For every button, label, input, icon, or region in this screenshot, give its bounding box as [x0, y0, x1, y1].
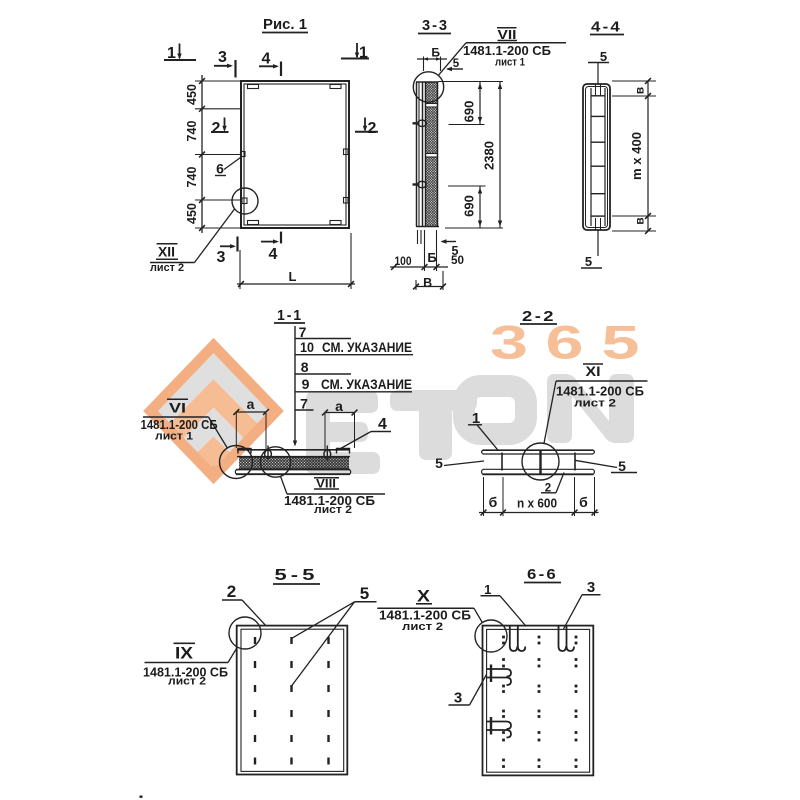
svg-text:Б: Б: [431, 46, 440, 60]
svg-text:VII: VII: [498, 27, 517, 42]
svg-text:IX: IX: [175, 644, 194, 663]
svg-text:10: 10: [300, 339, 314, 355]
svg-text:2: 2: [545, 483, 551, 495]
svg-text:9: 9: [302, 376, 310, 392]
svg-text:740: 740: [185, 121, 199, 142]
svg-text:2: 2: [227, 582, 236, 601]
svg-text:1481.1-200 СБ: 1481.1-200 СБ: [143, 666, 228, 680]
svg-text:6: 6: [216, 161, 224, 177]
svg-text:VI: VI: [169, 400, 186, 416]
svg-text:в: в: [633, 217, 647, 224]
svg-text:5-5: 5-5: [275, 567, 319, 584]
svg-text:3-3: 3-3: [422, 17, 449, 34]
svg-text:1: 1: [484, 582, 491, 597]
svg-text:1-1: 1-1: [277, 307, 303, 324]
svg-text:3: 3: [218, 49, 227, 66]
svg-text:5: 5: [452, 244, 459, 258]
svg-text:740: 740: [185, 167, 199, 188]
svg-text:2380: 2380: [482, 141, 497, 170]
svg-text:X: X: [417, 587, 431, 606]
svg-text:XI: XI: [586, 363, 601, 379]
svg-text:лист 1: лист 1: [155, 431, 193, 443]
svg-text:1481.1-200 СБ: 1481.1-200 СБ: [556, 385, 644, 399]
svg-text:лист 2: лист 2: [314, 504, 352, 516]
svg-text:6-6: 6-6: [527, 566, 558, 583]
svg-text:5: 5: [585, 254, 592, 269]
svg-text:лист 2: лист 2: [574, 398, 616, 410]
svg-text:б: б: [489, 494, 498, 510]
svg-text:1481.1-200 СБ: 1481.1-200 СБ: [463, 44, 551, 58]
svg-text:a: a: [335, 398, 343, 414]
svg-text:7: 7: [300, 396, 308, 412]
svg-text:450: 450: [185, 84, 199, 105]
svg-text:3: 3: [454, 690, 462, 707]
svg-text:5: 5: [360, 584, 369, 603]
svg-text:690: 690: [462, 195, 477, 217]
svg-text:Рис. 1: Рис. 1: [263, 16, 307, 33]
svg-text:1: 1: [472, 410, 480, 427]
svg-text:2: 2: [212, 120, 221, 137]
svg-text:100: 100: [395, 254, 412, 268]
svg-text:5: 5: [602, 316, 640, 369]
svg-text:8: 8: [301, 359, 309, 375]
svg-text:a: a: [247, 396, 255, 412]
svg-text:4: 4: [378, 416, 387, 433]
svg-text:3: 3: [587, 579, 595, 596]
svg-text:СМ. УКАЗАНИЕ: СМ. УКАЗАНИЕ: [322, 340, 412, 355]
svg-text:лист 2: лист 2: [150, 262, 184, 274]
svg-text:7: 7: [299, 324, 307, 340]
svg-text:1: 1: [167, 45, 176, 62]
svg-text:m x 400: m x 400: [630, 132, 644, 180]
svg-text:4: 4: [269, 246, 278, 263]
svg-text:5: 5: [435, 455, 443, 471]
svg-text:СМ. УКАЗАНИЕ: СМ. УКАЗАНИЕ: [321, 377, 412, 392]
svg-text:лист 2: лист 2: [402, 621, 443, 633]
svg-text:лист 2: лист 2: [168, 676, 206, 688]
svg-text:XII: XII: [158, 244, 175, 260]
svg-text:Б: Б: [427, 250, 436, 265]
svg-text:450: 450: [185, 203, 199, 224]
svg-text:5: 5: [600, 49, 607, 64]
svg-text:1: 1: [359, 45, 368, 62]
svg-text:В: В: [423, 276, 432, 290]
svg-text:4-4: 4-4: [591, 19, 622, 36]
svg-text:1481.1-200 СБ: 1481.1-200 СБ: [141, 418, 218, 432]
svg-text:лист 1: лист 1: [495, 57, 525, 69]
svg-text:б: б: [579, 494, 588, 510]
svg-text:3: 3: [217, 249, 226, 266]
svg-text:2: 2: [368, 120, 377, 137]
svg-text:VIII: VIII: [316, 477, 336, 491]
svg-text:50: 50: [451, 253, 464, 267]
svg-text:690: 690: [462, 101, 477, 123]
svg-text:в: в: [633, 87, 647, 94]
svg-text:5: 5: [453, 58, 460, 70]
svg-text:n x 600: n x 600: [517, 497, 557, 511]
svg-text:1481.1-200 СБ: 1481.1-200 СБ: [284, 493, 375, 508]
svg-text:5: 5: [618, 458, 626, 474]
svg-text:L: L: [289, 269, 297, 284]
svg-text:4: 4: [262, 51, 271, 68]
svg-text:1481.1-200 СБ: 1481.1-200 СБ: [379, 609, 471, 623]
svg-text:2-2: 2-2: [522, 308, 556, 325]
